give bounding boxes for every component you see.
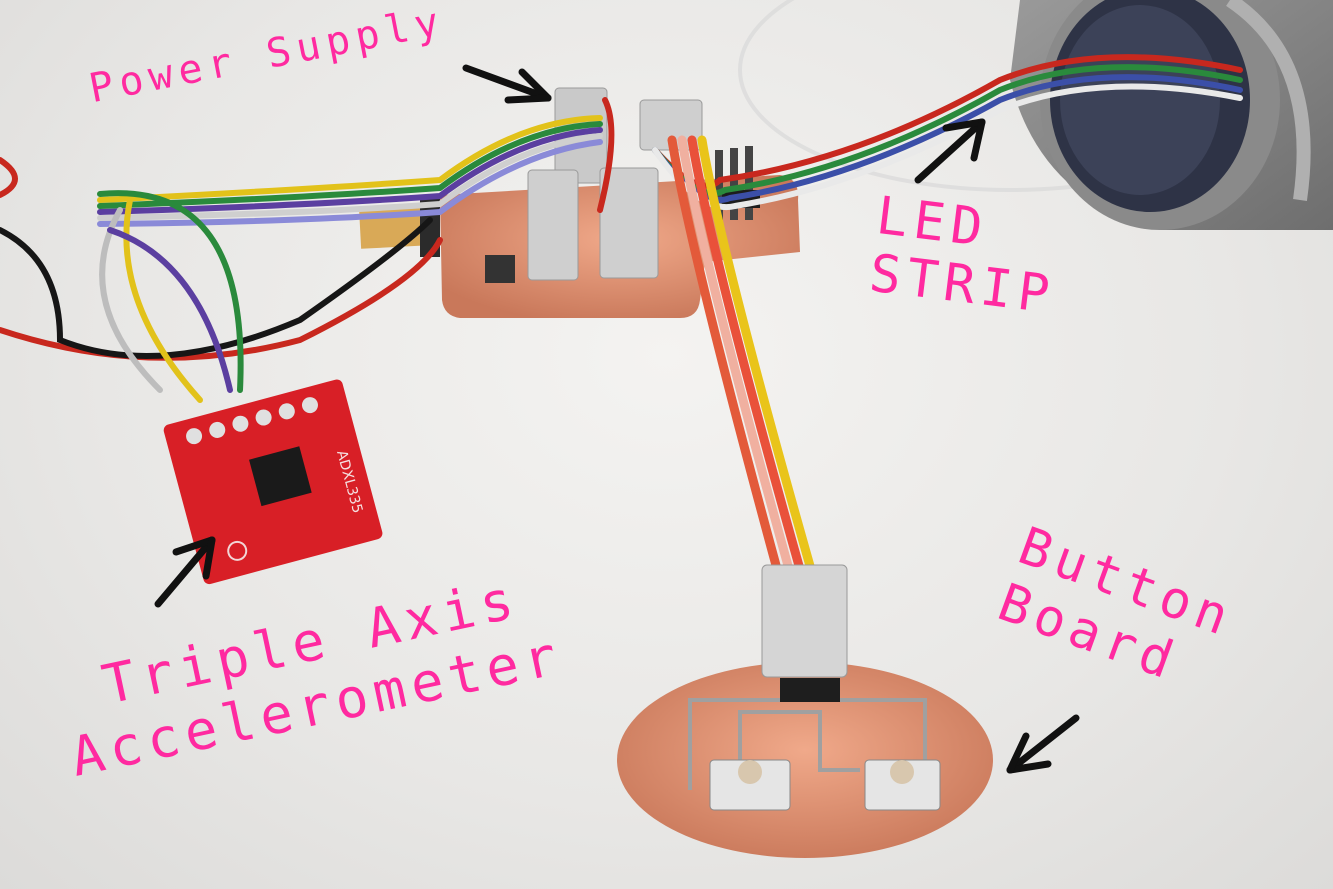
arrow-accelerometer bbox=[154, 536, 216, 608]
arrows bbox=[154, 64, 1080, 774]
arrow-power-supply bbox=[462, 64, 552, 104]
connector-blocks bbox=[527, 87, 703, 281]
button-board bbox=[617, 564, 993, 858]
ribbon-cable bbox=[667, 135, 819, 585]
accelerometer-board: ADXL335 bbox=[163, 379, 383, 585]
arrow-led-strip bbox=[914, 118, 986, 184]
led-strip-spool bbox=[738, 0, 1333, 230]
arrow-button-board bbox=[1006, 714, 1080, 774]
label-led-strip: LED STRIP bbox=[866, 186, 1066, 326]
